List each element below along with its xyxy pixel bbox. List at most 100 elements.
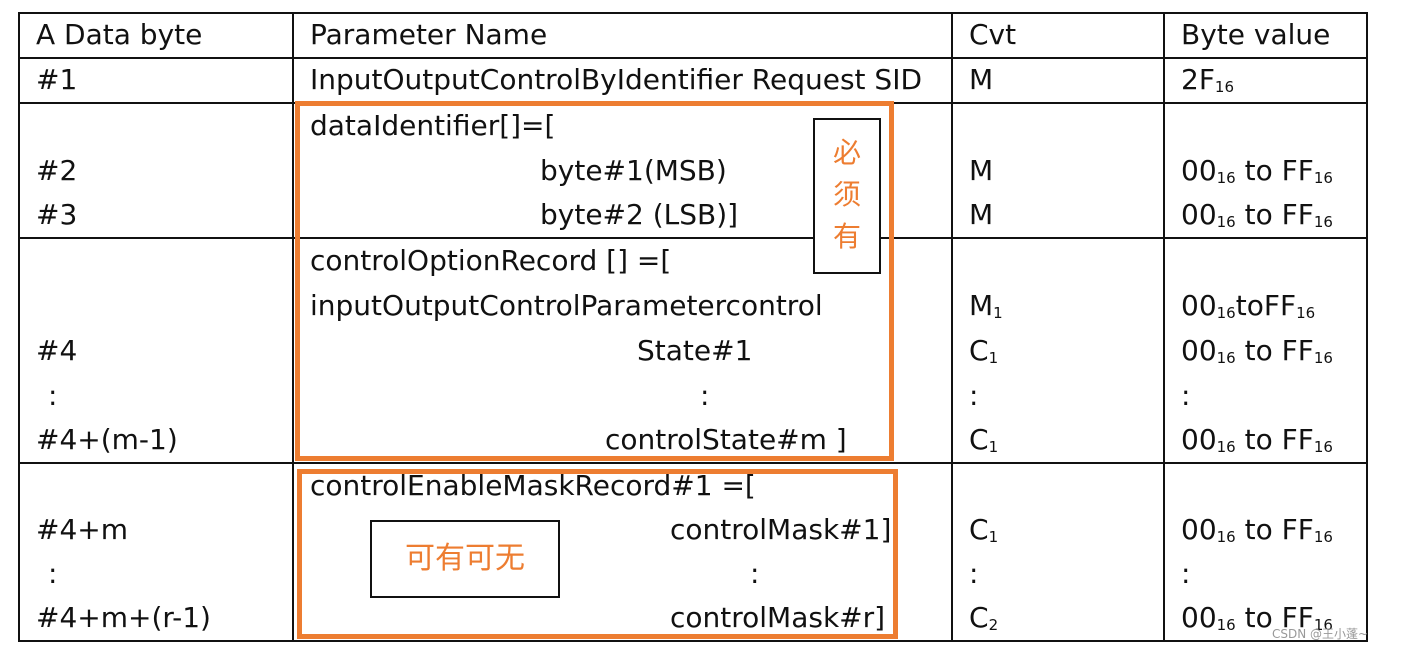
value-high: to FF bbox=[1235, 154, 1314, 187]
value-low: 00 bbox=[1181, 423, 1217, 456]
value-high: to FF bbox=[1235, 513, 1314, 546]
row1-cvt: M bbox=[969, 63, 994, 96]
row4-value-a: 0016 to FF16 bbox=[1181, 513, 1333, 554]
table-row-divider bbox=[18, 237, 1368, 239]
header-parameter-name: Parameter Name bbox=[310, 18, 548, 51]
required-highlight-box bbox=[295, 101, 894, 461]
hex-subscript: 16 bbox=[1216, 528, 1236, 546]
row3-param-b: State#1 bbox=[637, 334, 753, 367]
row3-byte-a: #4 bbox=[36, 334, 78, 367]
row3-param-dots: : bbox=[700, 379, 710, 412]
cvt-subscript: 1 bbox=[988, 349, 999, 367]
hex-subscript: 16 bbox=[1313, 213, 1333, 231]
cvt-subscript: 1 bbox=[993, 304, 1003, 322]
row2-value-a: 0016 to FF16 bbox=[1181, 154, 1333, 195]
hex-subscript: 16 bbox=[1313, 349, 1333, 367]
row4-cvt-a: C1 bbox=[969, 513, 998, 554]
table-border-right bbox=[1366, 12, 1368, 642]
value-high: to FF bbox=[1235, 601, 1314, 634]
row4-param-head: controlEnableMaskRecord#1 =[ bbox=[310, 469, 756, 502]
header-byte-value: Byte value bbox=[1181, 18, 1331, 51]
row3-value-b: 0016 to FF16 bbox=[1181, 334, 1333, 375]
hex-subscript: 16 bbox=[1313, 169, 1333, 187]
row3-param-c: controlState#m ] bbox=[605, 423, 847, 456]
optional-label: 可有可无 bbox=[405, 541, 525, 576]
row2-param-head: dataIdentifier[]=[ bbox=[310, 109, 556, 142]
row4-value-b: 0016 to FF16 bbox=[1181, 601, 1333, 642]
table-col-divider bbox=[951, 12, 953, 642]
value-low: 00 bbox=[1181, 289, 1217, 322]
row4-byte-dots: : bbox=[48, 557, 58, 590]
row4-cvt-dots: : bbox=[969, 557, 979, 590]
cvt-letter: M bbox=[969, 289, 994, 322]
hex-subscript: 16 bbox=[1216, 616, 1236, 634]
row3-value-a: 0016toFF16 bbox=[1181, 289, 1315, 330]
cvt-letter: C bbox=[969, 513, 989, 546]
table-border-left bbox=[18, 12, 20, 642]
hex-subscript: 16 bbox=[1216, 169, 1236, 187]
value-high: toFF bbox=[1235, 289, 1297, 322]
optional-highlight-box bbox=[297, 469, 898, 639]
row2-param-b: byte#2 (LSB)] bbox=[540, 198, 739, 231]
hex-subscript: 16 bbox=[1313, 528, 1333, 546]
hex-subscript: 16 bbox=[1313, 438, 1333, 456]
value-low: 00 bbox=[1181, 601, 1217, 634]
table-row-divider bbox=[18, 462, 1368, 464]
row1-param: InputOutputControlByIdentifier Request S… bbox=[310, 63, 923, 96]
row4-param-a: controlMask#1] bbox=[670, 513, 892, 546]
watermark: CSDN @王小蓬~ bbox=[1272, 627, 1369, 641]
value-high: to FF bbox=[1235, 423, 1314, 456]
value-high: to FF bbox=[1235, 198, 1314, 231]
optional-callout-box: 可有可无 bbox=[370, 520, 560, 598]
row2-byte-a: #2 bbox=[36, 154, 78, 187]
row3-cvt-dots: : bbox=[969, 379, 979, 412]
row2-cvt-b: M bbox=[969, 198, 994, 231]
cvt-subscript: 1 bbox=[988, 438, 999, 456]
hex-subscript: 16 bbox=[1296, 304, 1316, 322]
row3-param-a: inputOutputControlParametercontrol bbox=[310, 289, 823, 322]
row1-byte: #1 bbox=[36, 63, 78, 96]
row3-value-c: 0016 to FF16 bbox=[1181, 423, 1333, 464]
row3-byte-b: #4+(m-1) bbox=[36, 423, 178, 456]
hex-subscript: 16 bbox=[1216, 438, 1236, 456]
table-border-top bbox=[18, 12, 1368, 14]
cvt-letter: C bbox=[969, 334, 989, 367]
hex-subscript: 16 bbox=[1313, 616, 1333, 634]
value-low: 00 bbox=[1181, 154, 1217, 187]
row2-value-b: 0016 to FF16 bbox=[1181, 198, 1333, 239]
row3-cvt-b: C1 bbox=[969, 334, 998, 375]
cvt-letter: C bbox=[969, 601, 989, 634]
row4-byte-a: #4+m bbox=[36, 513, 129, 546]
row1-byte-value: 2F16 bbox=[1181, 63, 1234, 104]
value-low: 00 bbox=[1181, 198, 1217, 231]
row3-cvt-a: M1 bbox=[969, 289, 1003, 330]
hex-subscript: 16 bbox=[1216, 304, 1236, 322]
value-low: 00 bbox=[1181, 334, 1217, 367]
table-col-divider bbox=[292, 12, 294, 642]
cvt-subscript: 1 bbox=[988, 528, 999, 546]
row4-param-b: controlMask#r] bbox=[670, 601, 886, 634]
header-data-byte: A Data byte bbox=[36, 18, 203, 51]
value-main: 2F bbox=[1181, 63, 1215, 96]
row4-param-dots: : bbox=[750, 557, 760, 590]
row2-cvt-a: M bbox=[969, 154, 994, 187]
hex-subscript: 16 bbox=[1214, 78, 1235, 96]
cvt-letter: C bbox=[969, 423, 989, 456]
row4-byte-b: #4+m+(r-1) bbox=[36, 601, 211, 634]
row4-value-dots: : bbox=[1181, 557, 1191, 590]
cvt-subscript: 2 bbox=[988, 616, 999, 634]
value-high: to FF bbox=[1235, 334, 1314, 367]
hex-subscript: 16 bbox=[1216, 213, 1236, 231]
row2-byte-b: #3 bbox=[36, 198, 78, 231]
value-low: 00 bbox=[1181, 513, 1217, 546]
row3-value-dots: : bbox=[1181, 379, 1191, 412]
table-col-divider bbox=[1163, 12, 1165, 642]
required-label: 必 须 有 bbox=[832, 136, 861, 253]
row3-byte-dots: : bbox=[48, 379, 58, 412]
row3-param-head: controlOptionRecord [] =[ bbox=[310, 244, 672, 277]
table-border-bottom bbox=[18, 640, 1368, 642]
row3-cvt-c: C1 bbox=[969, 423, 998, 464]
row2-param-a: byte#1(MSB) bbox=[540, 154, 727, 187]
required-callout-box: 必 须 有 bbox=[813, 118, 881, 274]
hex-subscript: 16 bbox=[1216, 349, 1236, 367]
